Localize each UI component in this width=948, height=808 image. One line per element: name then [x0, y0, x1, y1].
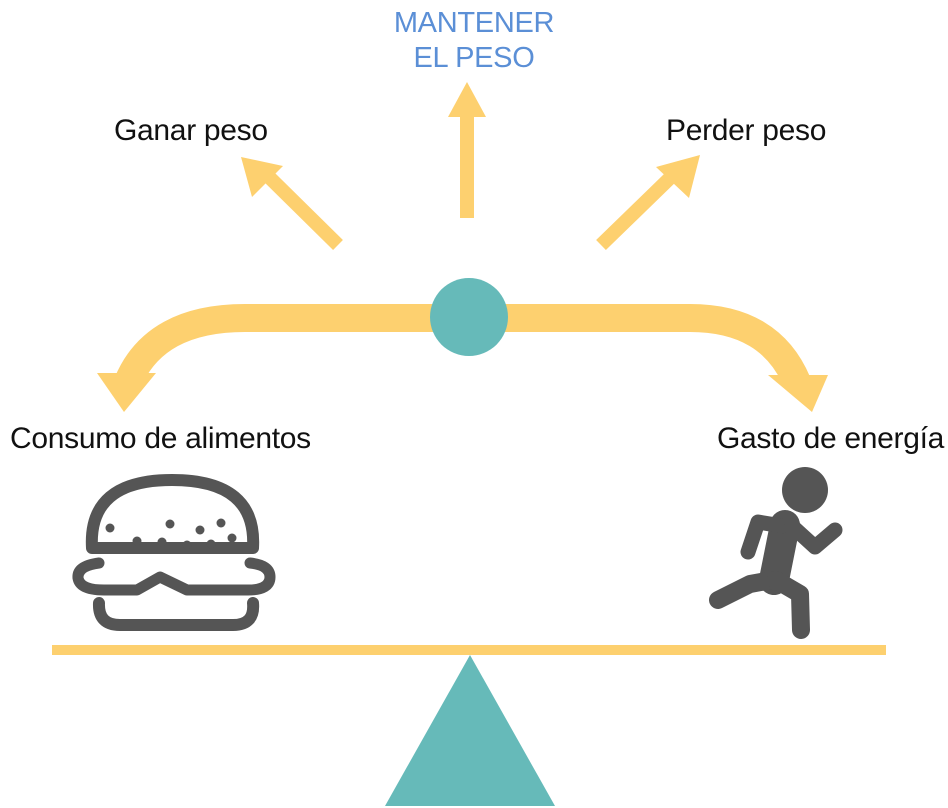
curved-arrow-right — [470, 304, 810, 388]
scale-pivot — [385, 655, 555, 806]
food-consumption-label: Consumo de alimentos — [10, 422, 311, 455]
energy-expenditure-label: Gasto de energía — [717, 422, 945, 455]
gain-weight-label: Ganar peso — [114, 114, 268, 147]
scale-beam — [52, 645, 886, 655]
lose-weight-label: Perder peso — [666, 114, 827, 147]
arrow-up-shaft — [460, 112, 474, 218]
maintain-weight-label: MANTENER EL PESO — [374, 6, 574, 76]
running-person-icon — [709, 467, 843, 639]
arrow-lose-shaft — [596, 170, 677, 251]
curved-arrow-left-head — [97, 373, 156, 412]
arrow-gain-head — [241, 157, 283, 197]
arrow-gain-shaft — [263, 171, 343, 250]
hamburger-icon — [72, 474, 276, 631]
maintain-weight-label-line1: MANTENER — [393, 7, 555, 39]
curved-arrow-left — [115, 304, 470, 388]
arrow-lose-head — [656, 155, 700, 198]
balance-ball — [430, 278, 508, 356]
maintain-weight-label-line2: EL PESO — [413, 42, 535, 74]
curved-arrow-right-head — [768, 375, 828, 412]
arrow-up-head — [448, 82, 486, 117]
